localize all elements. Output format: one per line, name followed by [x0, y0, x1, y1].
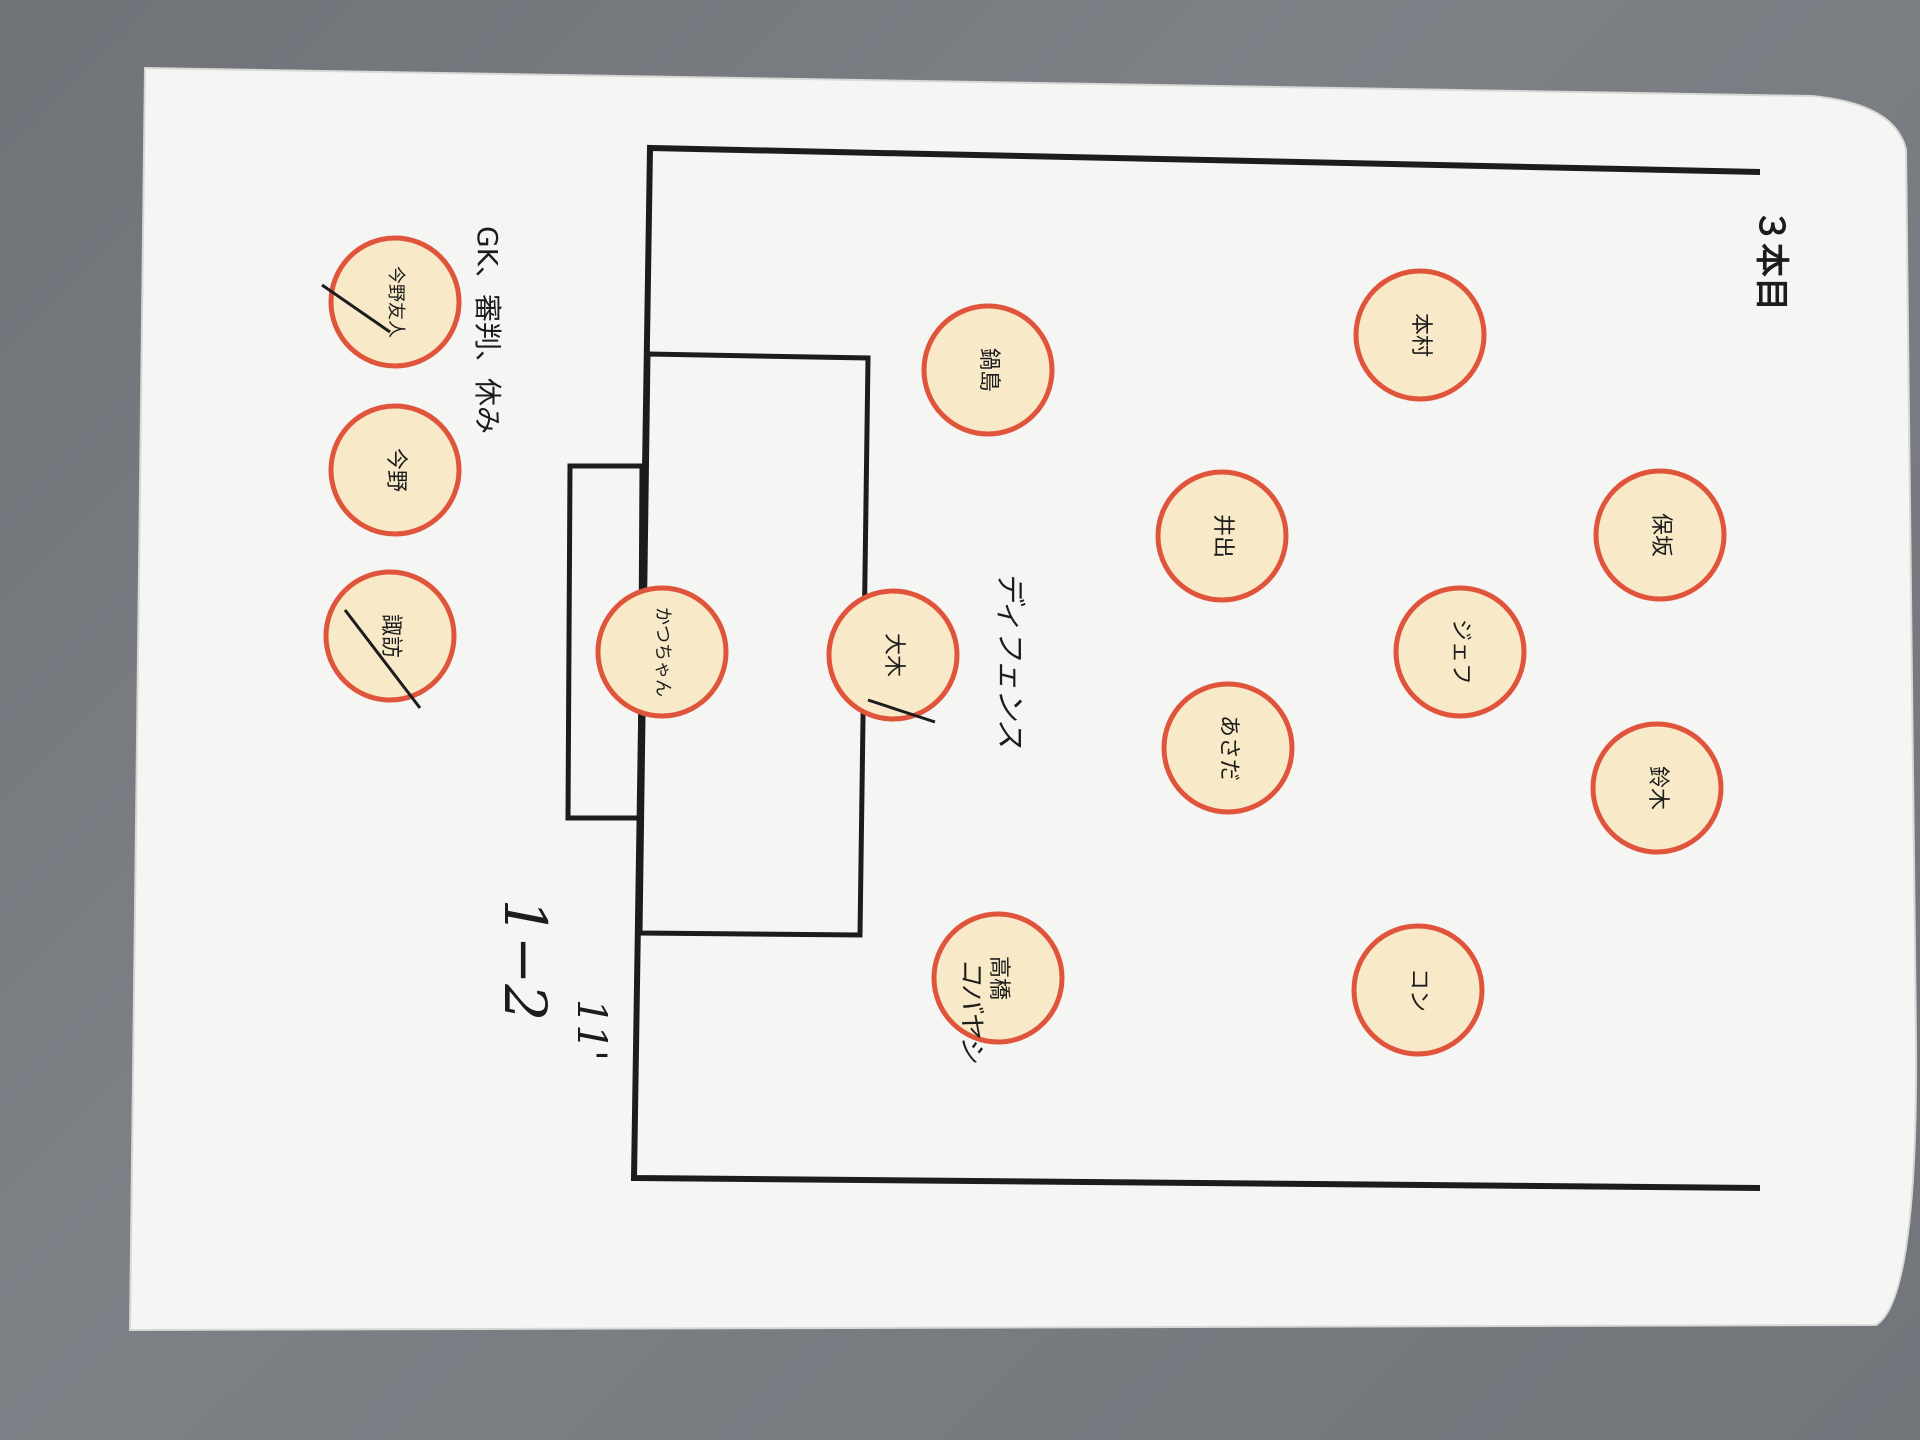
- player-circle: [1161, 681, 1295, 815]
- player-am: ジェフ: [1393, 585, 1527, 719]
- bench-player-b2: 今野: [328, 403, 462, 537]
- player-fw2: 鈴木: [1590, 721, 1724, 855]
- annotation-kobayashi: コバヤシ: [956, 958, 986, 1063]
- annotation-defense: ディフェンス: [992, 571, 1027, 748]
- player-rb: 高橋: [931, 911, 1065, 1045]
- player-name: 大木: [881, 633, 906, 677]
- bench-player-name: 今野友人: [385, 266, 406, 338]
- player-name: 鍋島: [976, 348, 1001, 392]
- player-dm2: あさだ: [1161, 681, 1295, 815]
- bench-player-circle: [328, 403, 462, 537]
- player-circle: [595, 585, 729, 719]
- player-name: 鈴木: [1645, 766, 1670, 810]
- player-fw1: 保坂: [1593, 468, 1727, 602]
- bench-player-b3: 諏訪: [323, 569, 457, 703]
- player-circle: [931, 911, 1065, 1045]
- player-rw: コン: [1351, 923, 1485, 1057]
- strike-mark: [343, 609, 422, 709]
- player-circle: [1593, 468, 1727, 602]
- bench-player-circle: [323, 569, 457, 703]
- player-name: かつちゃん: [652, 607, 673, 697]
- player-circle: [921, 303, 1055, 437]
- player-name: 本村: [1408, 313, 1433, 357]
- player-name: あさだ: [1216, 715, 1241, 781]
- strike-mark: [867, 698, 936, 724]
- player-name: 井出: [1210, 514, 1235, 558]
- player-dm1: 井出: [1155, 469, 1289, 603]
- sheet-title: ３本目: [1751, 209, 1791, 311]
- bench-note: GK、審判、休み: [471, 226, 504, 434]
- player-circle: [1353, 268, 1487, 402]
- player-circle: [1155, 469, 1289, 603]
- handwritten-minute: 11': [568, 999, 614, 1061]
- player-lw: 本村: [1353, 268, 1487, 402]
- bench-player-circle: [328, 235, 462, 369]
- bench-player-name: 今野: [383, 448, 408, 492]
- player-name: コン: [1406, 968, 1431, 1012]
- player-cb: 大木: [826, 588, 960, 722]
- handwritten-score: 1−2: [491, 899, 559, 1021]
- bench-player-name: 諏訪: [378, 614, 403, 658]
- player-name: 高橋: [986, 956, 1011, 1000]
- player-gk: かつちゃん: [595, 585, 729, 719]
- player-circle: [1590, 721, 1724, 855]
- player-circle: [826, 588, 960, 722]
- strike-mark: [321, 283, 391, 334]
- player-name: ジェフ: [1448, 619, 1473, 685]
- goal-area: [565, 463, 645, 821]
- player-circle: [1351, 923, 1485, 1057]
- player-circle: [1393, 585, 1527, 719]
- player-name: 保坂: [1648, 513, 1673, 557]
- bench-player-b1: 今野友人: [328, 235, 462, 369]
- player-lb: 鍋島: [921, 303, 1055, 437]
